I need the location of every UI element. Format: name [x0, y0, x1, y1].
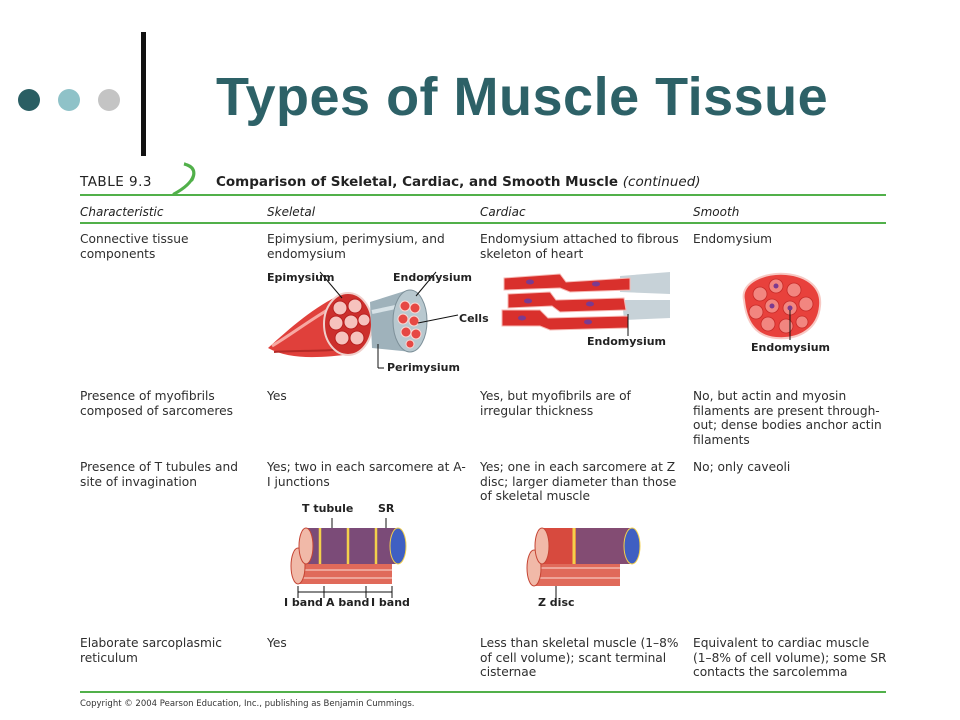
label-t-tubule: T tubule [302, 502, 354, 515]
row4-skeletal: Yes [267, 636, 287, 650]
row3-cardiac: Yes; one in each sarcomere at Z disc; la… [480, 460, 677, 503]
row1-characteristic: Connective tissue components [80, 232, 189, 261]
row1-cardiac: Endomysium attached to fibrous skeleton … [480, 232, 679, 261]
table-header-rule [80, 222, 886, 224]
row2-smooth: No, but actin and myosin filaments are p… [693, 389, 882, 447]
row4-cardiac: Less than skeletal muscle (1–8% of cell … [480, 636, 679, 679]
header-skeletal: Skeletal [267, 205, 316, 219]
row4-characteristic: Elaborate sarcoplasmic reticulum [80, 636, 222, 665]
label-i-band-right: I band [371, 596, 410, 609]
cardiac-z-disc-illustration [526, 527, 641, 598]
row2-skeletal: Yes [267, 389, 287, 403]
table-top-rule [80, 194, 886, 196]
label-z-disc: Z disc [538, 596, 575, 609]
label-a-band: A band [326, 596, 370, 609]
table-swoosh-icon [172, 162, 196, 196]
label-perimysium: Perimysium [387, 361, 460, 374]
row4-smooth: Equivalent to cardiac muscle (1–8% of ce… [693, 636, 887, 679]
label-epimysium: Epimysium [267, 271, 335, 284]
header-smooth: Smooth [693, 205, 740, 219]
row2-cardiac: Yes, but myofibrils are of irregular thi… [480, 389, 631, 418]
bullet-dot-dark [18, 89, 40, 111]
table-bottom-rule [80, 691, 886, 693]
table-title: Comparison of Skeletal, Cardiac, and Smo… [216, 174, 701, 190]
row3-skeletal: Yes; two in each sarcomere at A-I juncti… [267, 460, 466, 489]
copyright-notice: Copyright © 2004 Pearson Education, Inc.… [80, 699, 415, 709]
title-divider [141, 32, 146, 156]
header-cardiac: Cardiac [480, 205, 526, 219]
smooth-muscle-illustration [742, 272, 822, 340]
label-cells: Cells [459, 312, 489, 325]
bullet-dot-teal [58, 89, 80, 111]
row3-characteristic: Presence of T tubules and site of invagi… [80, 460, 238, 489]
skeletal-muscle-illustration [268, 271, 459, 369]
header-characteristic: Characteristic [80, 205, 164, 219]
table-number: TABLE 9.3 [80, 174, 153, 190]
row2-characteristic: Presence of myofibrils composed of sarco… [80, 389, 233, 418]
label-sr: SR [378, 502, 395, 515]
label-endomysium: Endomysium [393, 271, 473, 284]
slide-title: Types of Muscle Tissue [216, 67, 829, 127]
comparison-table: TABLE 9.3 Comparison of Skeletal, Cardia… [80, 160, 890, 715]
label-smooth-endomysium: Endomysium [751, 341, 831, 354]
bullet-dot-gray [98, 89, 120, 111]
label-i-band-left: I band [284, 596, 323, 609]
row1-skeletal: Epimysium, perimysium, and endomysium [267, 232, 445, 261]
label-cardiac-endomysium: Endomysium [587, 335, 667, 348]
row1-smooth: Endomysium [693, 232, 773, 246]
skeletal-t-tubule-illustration [290, 518, 407, 598]
row3-smooth: No; only caveoli [693, 460, 791, 474]
cardiac-muscle-illustration [501, 272, 670, 336]
